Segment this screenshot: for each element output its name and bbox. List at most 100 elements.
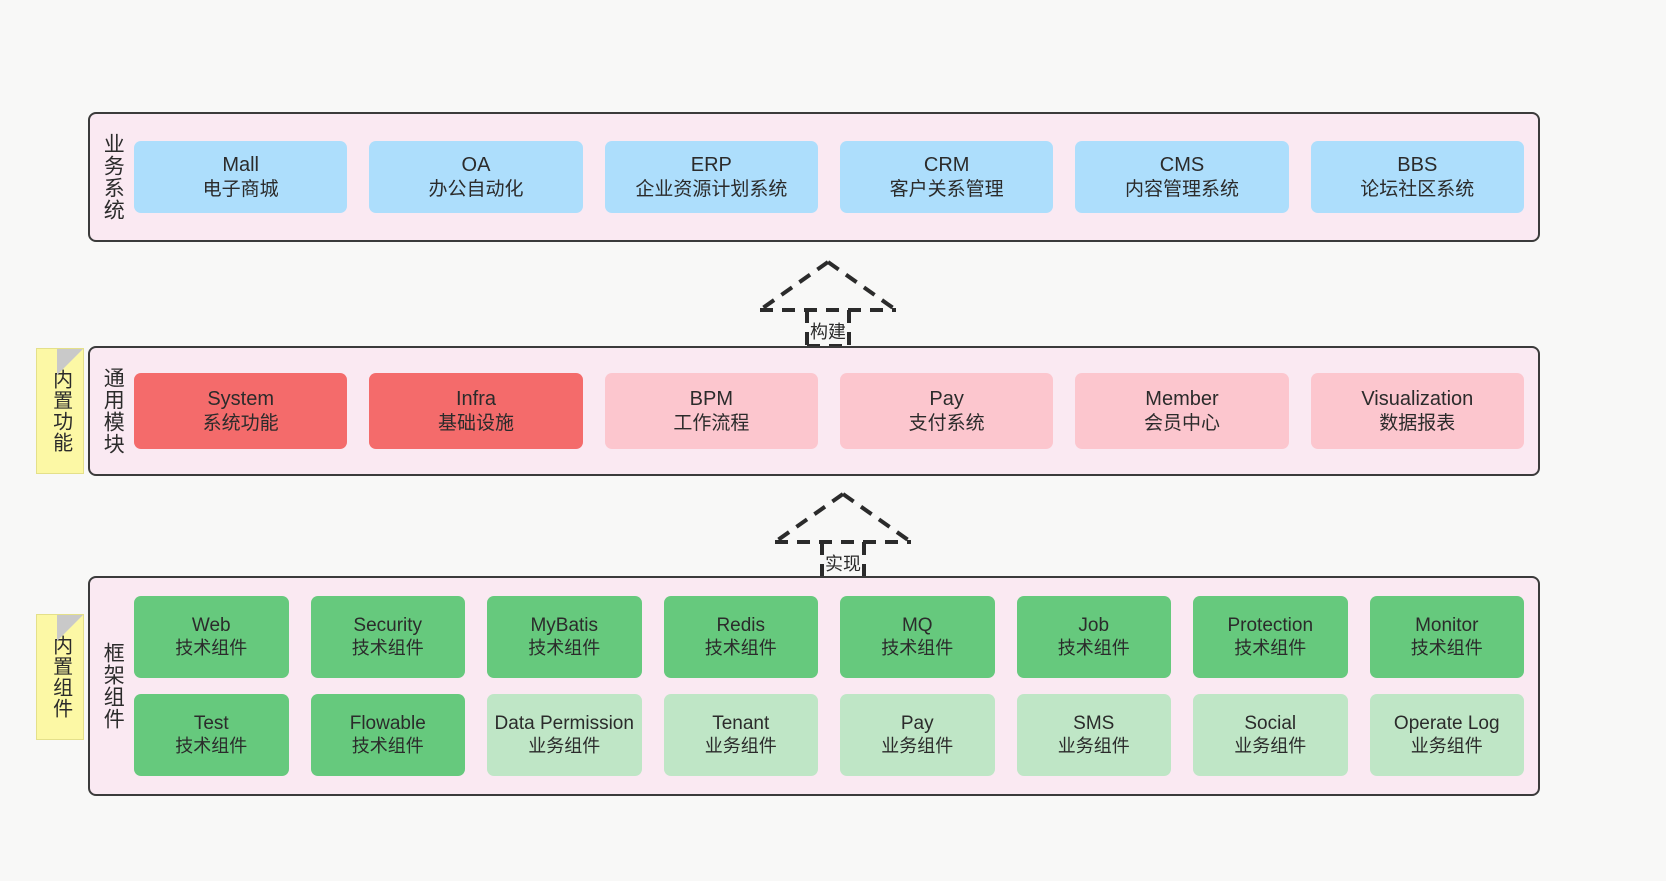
node-pay-component[interactable]: Pay 业务组件 [840,694,995,776]
node-protection-name: Protection [1227,615,1314,637]
node-oa-name: OA [461,154,491,177]
node-system-sub: 系统功能 [202,412,279,434]
node-erp-name: ERP [690,154,732,177]
node-social-name: Social [1244,713,1297,735]
layer-common-modules-title: 通用模块 [101,367,125,455]
layer-framework-components-row-business: Test 技术组件 Flowable 技术组件 Data Permission … [134,694,1524,776]
node-security[interactable]: Security 技术组件 [310,596,465,678]
node-monitor[interactable]: Monitor 技术组件 [1369,596,1524,678]
node-pay-module-name: Pay [929,388,964,411]
node-mq[interactable]: MQ 技术组件 [840,596,995,678]
node-web[interactable]: Web 技术组件 [134,596,289,678]
node-monitor-name: Monitor [1415,615,1479,637]
node-cms-sub: 内容管理系统 [1124,178,1239,200]
layer-framework-components-row-technical: Web 技术组件 Security 技术组件 MyBatis 技术组件 Redi… [134,596,1524,678]
node-redis[interactable]: Redis 技术组件 [663,596,818,678]
node-member-sub: 会员中心 [1143,412,1220,434]
node-crm-sub: 客户关系管理 [889,178,1004,200]
layer-business-systems-row: Mall 电子商城 OA 办公自动化 ERP 企业资源计划系统 CRM 客户关系… [134,141,1524,213]
node-member-name: Member [1145,388,1219,411]
node-sms[interactable]: SMS 业务组件 [1016,694,1171,776]
node-redis-sub: 技术组件 [704,637,777,658]
node-job-name: Job [1078,615,1110,637]
node-mq-name: MQ [901,615,933,637]
node-bpm[interactable]: BPM 工作流程 [604,373,818,449]
node-test-name: Test [193,713,229,735]
node-bbs-sub: 论坛社区系统 [1360,178,1475,200]
layer-common-modules: 通用模块 System 系统功能 Infra 基础设施 BPM 工作流程 Pay… [88,346,1540,476]
node-data-permission-name: Data Permission [494,713,634,735]
node-test-sub: 技术组件 [175,735,248,756]
node-redis-name: Redis [716,615,766,637]
node-cms-name: CMS [1159,154,1205,177]
layer-common-modules-row: System 系统功能 Infra 基础设施 BPM 工作流程 Pay 支付系统… [134,373,1524,449]
layer-business-systems-body: Mall 电子商城 OA 办公自动化 ERP 企业资源计划系统 CRM 客户关系… [134,114,1538,240]
node-pay-module-sub: 支付系统 [908,412,985,434]
node-erp[interactable]: ERP 企业资源计划系统 [604,141,818,213]
node-mall[interactable]: Mall 电子商城 [134,141,348,213]
node-job-sub: 技术组件 [1057,637,1130,658]
node-flowable[interactable]: Flowable 技术组件 [310,694,465,776]
node-system[interactable]: System 系统功能 [134,373,348,449]
node-mybatis-sub: 技术组件 [528,637,601,658]
node-social[interactable]: Social 业务组件 [1193,694,1348,776]
node-bbs[interactable]: BBS 论坛社区系统 [1310,141,1524,213]
sticky-note-builtin-features-label: 内置功能 [49,369,72,453]
node-protection-sub: 技术组件 [1234,637,1307,658]
node-infra-name: Infra [455,388,496,411]
node-data-permission[interactable]: Data Permission 业务组件 [487,694,642,776]
node-system-name: System [207,388,274,411]
layer-framework-components: 框架组件 Web 技术组件 Security 技术组件 MyBatis 技术组件… [88,576,1540,796]
node-operate-log-sub: 业务组件 [1410,735,1483,756]
node-bpm-name: BPM [689,388,733,411]
node-flowable-sub: 技术组件 [351,735,424,756]
layer-business-systems-title: 业务系统 [101,133,125,221]
node-web-name: Web [191,615,231,637]
node-mall-name: Mall [222,154,259,177]
node-cms[interactable]: CMS 内容管理系统 [1075,141,1289,213]
node-flowable-name: Flowable [349,713,426,735]
node-visualization[interactable]: Visualization 数据报表 [1310,373,1524,449]
node-sms-sub: 业务组件 [1057,735,1130,756]
node-protection[interactable]: Protection 技术组件 [1193,596,1348,678]
node-test[interactable]: Test 技术组件 [134,694,289,776]
node-data-permission-sub: 业务组件 [528,735,601,756]
node-oa[interactable]: OA 办公自动化 [369,141,583,213]
node-web-sub: 技术组件 [175,637,248,658]
sticky-note-builtin-components: 内置组件 [36,614,84,740]
node-tenant[interactable]: Tenant 业务组件 [663,694,818,776]
node-pay-module[interactable]: Pay 支付系统 [839,373,1054,449]
node-tenant-sub: 业务组件 [704,735,777,756]
node-visualization-sub: 数据报表 [1379,412,1456,434]
node-crm[interactable]: CRM 客户关系管理 [839,141,1054,213]
node-operate-log-name: Operate Log [1393,713,1500,735]
connector-realize-arrow: 实现 [763,488,923,580]
node-operate-log[interactable]: Operate Log 业务组件 [1369,694,1524,776]
node-visualization-name: Visualization [1361,388,1474,411]
node-monitor-sub: 技术组件 [1410,637,1483,658]
node-pay-component-sub: 业务组件 [881,735,954,756]
sticky-note-builtin-components-label: 内置组件 [49,635,72,719]
node-mall-sub: 电子商城 [202,178,279,200]
node-job[interactable]: Job 技术组件 [1016,596,1171,678]
node-erp-sub: 企业资源计划系统 [635,178,788,200]
sticky-note-builtin-features: 内置功能 [36,348,84,474]
node-social-sub: 业务组件 [1234,735,1307,756]
connector-build-arrow: 构建 [748,256,908,348]
layer-common-modules-body: System 系统功能 Infra 基础设施 BPM 工作流程 Pay 支付系统… [134,348,1538,474]
node-tenant-name: Tenant [712,713,770,735]
node-mybatis[interactable]: MyBatis 技术组件 [487,596,642,678]
node-mq-sub: 技术组件 [881,637,954,658]
node-member[interactable]: Member 会员中心 [1075,373,1289,449]
node-infra-sub: 基础设施 [437,412,514,434]
node-bpm-sub: 工作流程 [673,412,750,434]
node-infra[interactable]: Infra 基础设施 [369,373,583,449]
node-oa-sub: 办公自动化 [428,178,524,200]
node-crm-name: CRM [923,154,970,177]
node-bbs-name: BBS [1397,154,1438,177]
node-pay-component-name: Pay [900,713,934,735]
node-mybatis-name: MyBatis [530,615,599,637]
node-security-sub: 技术组件 [351,637,424,658]
node-security-name: Security [353,615,423,637]
